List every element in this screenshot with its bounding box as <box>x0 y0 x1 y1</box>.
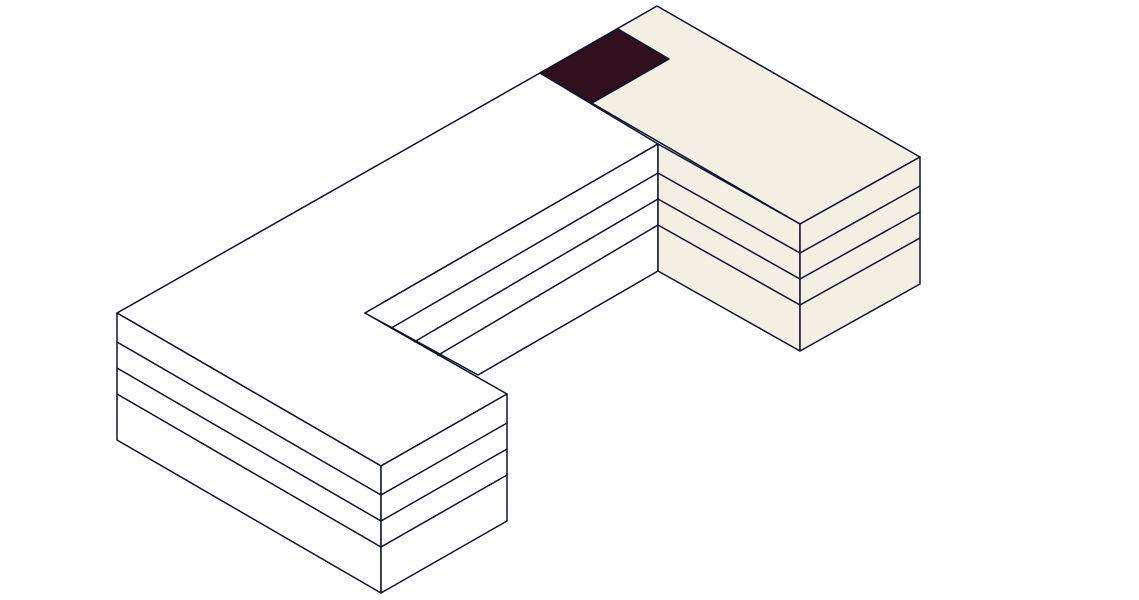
floor-line-main-front-2 <box>116 367 508 522</box>
floor-line-main-front-3 <box>116 393 508 548</box>
floor-line-main-front-1 <box>116 341 508 496</box>
floor-line-side-1 <box>657 172 921 254</box>
floor-line-side-3 <box>657 224 921 306</box>
floor-line-courtyard-3 <box>437 224 659 357</box>
floor-line-side-2 <box>657 198 921 280</box>
main-wing[interactable] <box>116 72 659 594</box>
side-wing-end-face <box>799 156 921 352</box>
floor-line-courtyard-1 <box>390 172 659 329</box>
selected-unit[interactable] <box>539 28 670 104</box>
floor-line-courtyard-2 <box>413 198 659 343</box>
floor-lines <box>116 172 921 548</box>
main-wing-end-face <box>380 393 508 594</box>
